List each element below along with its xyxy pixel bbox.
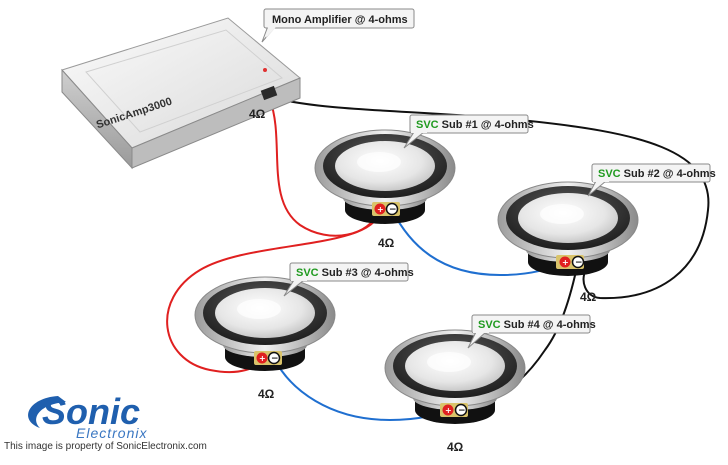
positive-terminal-icon: [374, 203, 386, 215]
negative-terminal-label: −: [575, 258, 583, 268]
power-led-icon: [263, 68, 267, 72]
negative-terminal-icon: [385, 202, 399, 216]
sub2-callout: SVC Sub #2 @ 4-ohms: [587, 163, 716, 197]
subwoofer-4: [384, 329, 526, 424]
positive-terminal-label: +: [445, 406, 452, 415]
amp-terminal-block: [260, 85, 278, 101]
sub1-callout-label: SVC Sub #1 @ 4-ohms: [416, 119, 534, 131]
sub4-impedance: 4Ω: [447, 440, 464, 454]
logo-secondary: Electronix: [76, 425, 147, 441]
subwoofer-3: [194, 276, 336, 371]
negative-terminal-icon: [267, 351, 281, 365]
amp-callout-label: Mono Amplifier @ 4-ohms: [272, 14, 408, 26]
sub2-impedance: 4Ω: [580, 290, 597, 304]
positive-terminal-label: +: [377, 205, 384, 214]
negative-terminal-label: −: [271, 354, 279, 364]
sub1-callout: SVC Sub #1 @ 4-ohms: [403, 114, 534, 149]
sub4-callout: SVC Sub #4 @ 4-ohms: [467, 314, 596, 349]
credit-text: This image is property of SonicElectroni…: [4, 441, 207, 452]
negative-terminal-icon: [571, 255, 585, 269]
positive-terminal-label: +: [259, 354, 266, 363]
positive-terminal-icon: [442, 404, 454, 416]
positive-terminal-icon: [559, 256, 571, 268]
sub1-impedance: 4Ω: [378, 236, 395, 250]
sub4-callout-label: SVC Sub #4 @ 4-ohms: [478, 319, 596, 331]
wire-positive-sub1-sub3: [166, 211, 381, 374]
sub3-callout: SVC Sub #3 @ 4-ohms: [283, 262, 414, 297]
positive-terminal-label: +: [562, 258, 569, 267]
logo-swoosh-icon: [28, 396, 67, 428]
negative-terminal-label: −: [458, 406, 466, 416]
sub2-callout-label: SVC Sub #2 @ 4-ohms: [598, 168, 716, 180]
sub3-impedance: 4Ω: [258, 387, 275, 401]
amp-impedance: 4Ω: [249, 107, 266, 121]
logo-primary: Sonic: [42, 391, 140, 432]
sonic-electronix-logo: Sonic Electronix: [28, 391, 147, 441]
subwoofer-1: [314, 129, 456, 224]
amplifier: SonicAmp3000: [61, 17, 301, 170]
amp-callout: Mono Amplifier @ 4-ohms: [261, 8, 415, 43]
negative-terminal-icon: [454, 403, 468, 417]
negative-terminal-label: −: [389, 205, 397, 215]
positive-terminal-icon: [256, 352, 268, 364]
sub3-callout-label: SVC Sub #3 @ 4-ohms: [296, 267, 414, 279]
